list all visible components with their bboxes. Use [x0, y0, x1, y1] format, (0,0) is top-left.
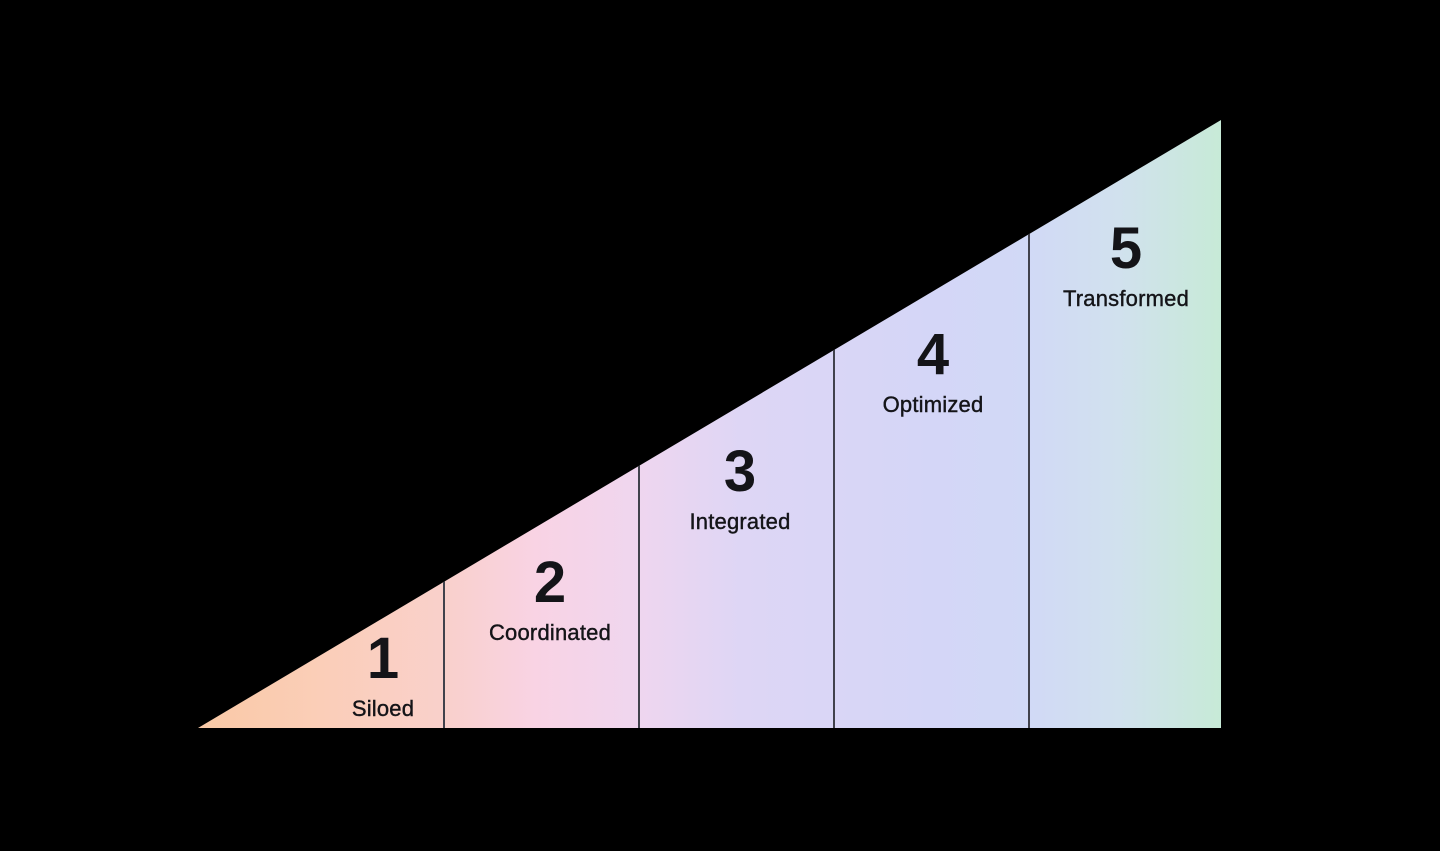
stage-4-label: Optimized: [882, 392, 984, 417]
stage-1-label: Siloed: [351, 696, 415, 721]
stage-divider-4-5: [1028, 120, 1030, 728]
stage-5-label: Transformed: [1062, 286, 1190, 311]
stage-3: 3 Integrated: [689, 443, 790, 535]
stage-1: 1 Siloed: [351, 626, 415, 722]
stage-1-number: 1: [366, 626, 400, 691]
stage-2-label: Coordinated: [488, 620, 612, 645]
stage-3-number: 3: [723, 439, 757, 504]
stage-divider-2-3: [638, 120, 640, 728]
stage-4: 4 Optimized: [882, 322, 984, 418]
stage-2: 2 Coordinated: [489, 554, 611, 646]
stage-2-number: 2: [533, 550, 567, 615]
stage-3-label: Integrated: [689, 509, 791, 534]
stage-divider-1-2: [443, 120, 445, 728]
stage-divider-3-4: [833, 120, 835, 728]
stage-4-number: 4: [916, 322, 950, 387]
stage-5-number: 5: [1109, 216, 1143, 281]
stage-5: 5 Transformed: [1063, 220, 1189, 312]
